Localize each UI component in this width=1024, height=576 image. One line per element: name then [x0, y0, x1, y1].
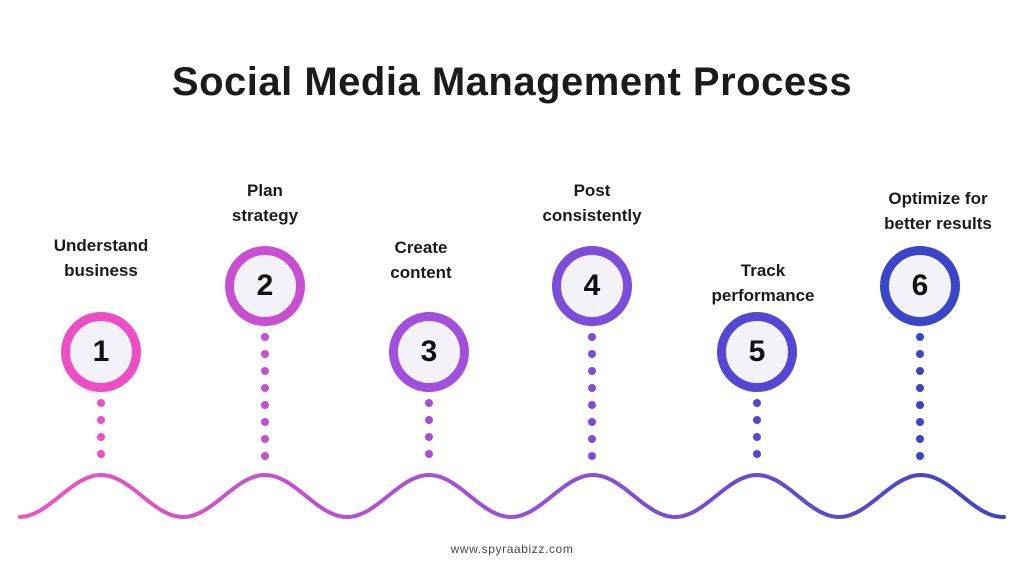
connector-dot [916, 384, 924, 392]
step-label-line1: Post [573, 181, 611, 200]
step-label-line1: Plan [247, 181, 283, 200]
connector-dot [261, 333, 269, 341]
step-label-line2: better results [884, 214, 992, 233]
connector-dot [97, 399, 105, 407]
connector-dot [97, 416, 105, 424]
connector-dot [916, 435, 924, 443]
step-label-line1: Create [394, 238, 448, 257]
connector-dot [425, 399, 433, 407]
connector-dot [97, 450, 105, 458]
connector-dot [261, 350, 269, 358]
website-url: www.spyraabizz.com [450, 542, 574, 556]
connector-dot [261, 401, 269, 409]
step-dots-connector [753, 399, 761, 467]
connector-dot [753, 433, 761, 441]
connector-dot [753, 450, 761, 458]
step-label-line2: strategy [231, 206, 299, 225]
connector-dot [425, 416, 433, 424]
step-circle: 2 [225, 246, 305, 326]
connector-dot [588, 333, 596, 341]
step-label-line1: Track [740, 261, 786, 280]
connector-dot [261, 384, 269, 392]
connector-dot [916, 367, 924, 375]
step-number: 5 [748, 335, 766, 368]
connector-dot [588, 384, 596, 392]
step-number: 3 [420, 335, 438, 368]
step-circle: 3 [389, 312, 469, 392]
step-number: 1 [92, 335, 110, 368]
step-circle: 1 [61, 312, 141, 392]
step-circle: 5 [717, 312, 797, 392]
step-label-line1: Understand [53, 236, 149, 255]
connector-dot [588, 350, 596, 358]
step-label: Optimize for better results [884, 186, 992, 236]
step-label-line2: performance [711, 286, 815, 305]
step-label-line2: content [390, 263, 452, 282]
connector-dot [261, 418, 269, 426]
step-dots-connector [425, 399, 433, 467]
connector-dot [753, 399, 761, 407]
step-circle: 6 [880, 246, 960, 326]
step-label-line1: Optimize for [888, 189, 988, 208]
connector-dot [261, 452, 269, 460]
connector-dot [97, 433, 105, 441]
connector-dot [916, 418, 924, 426]
step-circle: 4 [552, 246, 632, 326]
step-label-line2: business [64, 261, 138, 280]
step-dots-connector [97, 399, 105, 467]
connector-dot [588, 435, 596, 443]
step-label: Understand business [54, 233, 148, 283]
connector-dot [916, 401, 924, 409]
connector-dot [425, 433, 433, 441]
connector-dot [588, 401, 596, 409]
page-title: Social Media Management Process [171, 60, 853, 104]
step-label-line2: consistently [542, 206, 642, 225]
step-number: 6 [911, 269, 929, 302]
step-dots-connector [261, 333, 269, 469]
step-number: 2 [256, 269, 274, 302]
step-number: 4 [583, 269, 601, 302]
connector-dot [425, 450, 433, 458]
connector-dot [753, 416, 761, 424]
connector-dot [588, 418, 596, 426]
step-label: Plan strategy [232, 178, 298, 228]
step-dots-connector [916, 333, 924, 469]
step-label: Post consistently [542, 178, 641, 228]
connector-dot [261, 367, 269, 375]
connector-dot [916, 350, 924, 358]
connector-dot [916, 333, 924, 341]
connector-dot [588, 367, 596, 375]
connector-dot [261, 435, 269, 443]
step-dots-connector [588, 333, 596, 469]
step-label: Track performance [712, 258, 815, 308]
connector-dot [588, 452, 596, 460]
connector-dot [916, 452, 924, 460]
step-label: Create content [390, 235, 451, 285]
